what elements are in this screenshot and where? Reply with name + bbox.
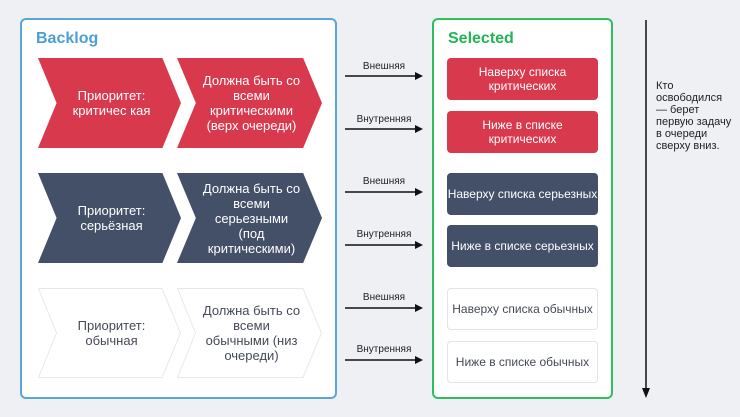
priority-normal-text: Приоритет: обычная bbox=[38, 288, 181, 378]
selected-item-normal-top: Наверху списка обычных bbox=[447, 288, 598, 330]
arrow-label-external-2: Внешняя bbox=[362, 176, 406, 187]
priority-serious-chevron: Приоритет: серьёзная bbox=[38, 173, 181, 263]
position-critical-chevron: Должна быть со всеми критическими (верх … bbox=[177, 58, 322, 148]
priority-serious-label: Приоритет: серьёзная bbox=[77, 203, 146, 233]
arrow-right-icon bbox=[345, 71, 423, 81]
position-normal-text: Должна быть со всеми обычными (низ очере… bbox=[177, 288, 322, 378]
priority-normal-chevron bbox=[38, 288, 181, 378]
queue-note: Кто освободился — берет первую задачу в … bbox=[656, 80, 732, 152]
backlog-title: Backlog bbox=[36, 30, 99, 47]
selected-title: Selected bbox=[448, 30, 514, 47]
priority-critical-chevron: Приоритет: критичес кая bbox=[38, 58, 181, 148]
arrow-right-icon bbox=[345, 124, 423, 134]
position-serious-label: Должна быть со всеми серьезными (под кри… bbox=[202, 180, 301, 256]
position-serious-chevron: Должна быть со всеми серьезными (под кри… bbox=[177, 173, 322, 263]
arrow-label-internal-1: Внутренняя bbox=[356, 114, 412, 125]
selected-item-serious-top: Наверху списка серьезных bbox=[447, 173, 598, 215]
priority-critical-label: Приоритет: критичес кая bbox=[72, 88, 151, 118]
position-critical-label: Должна быть со всеми критическими (верх … bbox=[202, 73, 301, 133]
arrow-right-icon bbox=[345, 187, 423, 197]
arrow-right-icon bbox=[345, 303, 423, 313]
position-normal-label: Должна быть со всеми обычными (низ очере… bbox=[202, 303, 301, 363]
arrow-down-icon bbox=[641, 20, 651, 400]
arrow-label-internal-2: Внутренняя bbox=[356, 229, 412, 240]
arrow-label-internal-3: Внутренняя bbox=[356, 344, 412, 355]
position-normal-chevron bbox=[177, 288, 322, 378]
arrow-right-icon bbox=[345, 355, 423, 365]
priority-normal-label: Приоритет: обычная bbox=[77, 318, 146, 348]
arrow-label-external-1: Внешняя bbox=[362, 61, 406, 72]
arrow-label-external-3: Внешняя bbox=[362, 292, 406, 303]
selected-item-critical-top: Наверху списка критических bbox=[447, 58, 598, 100]
selected-item-critical-lower: Ниже в списке критических bbox=[447, 111, 598, 153]
selected-item-serious-lower: Ниже в списке серьезных bbox=[447, 225, 598, 267]
arrow-right-icon bbox=[345, 240, 423, 250]
selected-item-normal-lower: Ниже в списке обычных bbox=[447, 341, 598, 383]
